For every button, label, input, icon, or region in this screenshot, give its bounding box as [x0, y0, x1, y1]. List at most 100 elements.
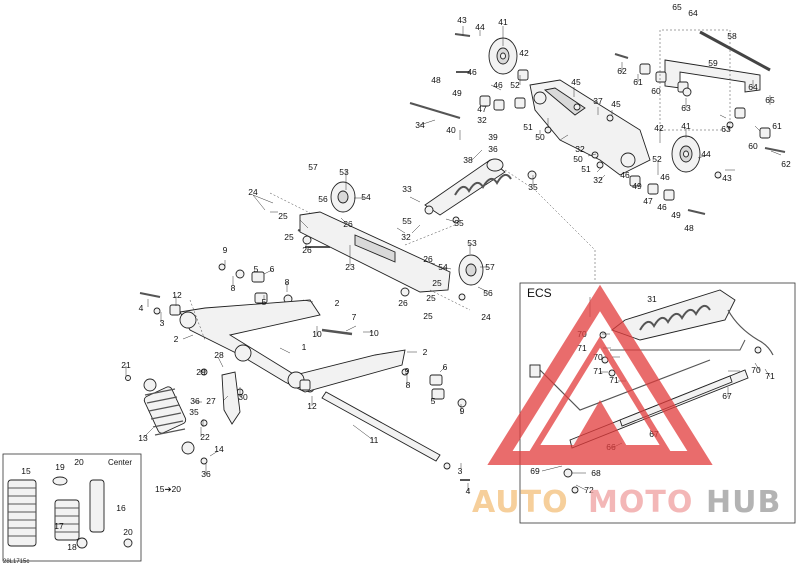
- callout-25: 25: [278, 211, 288, 221]
- callout-45b: 45: [611, 99, 621, 109]
- callout-link-15-20: 15➔20: [155, 484, 181, 494]
- callout-2b: 2: [174, 334, 179, 344]
- callout-19: 19: [55, 462, 65, 472]
- callout-5: 5: [254, 264, 259, 274]
- ecs-inset-title: ECS: [527, 286, 552, 300]
- callout-41: 41: [498, 17, 508, 27]
- rear-arm-1: [179, 299, 406, 393]
- callout-33: 33: [402, 184, 412, 194]
- callout-38: 38: [463, 155, 473, 165]
- rear-shock-13: [143, 378, 195, 455]
- callout-67: 67: [722, 391, 732, 401]
- callout-9b: 9: [405, 366, 410, 376]
- callout-48: 48: [431, 75, 441, 85]
- callout-43: 43: [457, 15, 467, 25]
- callout-32d: 32: [401, 232, 411, 242]
- callout-57b: 57: [485, 262, 495, 272]
- callout-56: 56: [318, 194, 328, 204]
- bushings-left: [169, 271, 445, 400]
- callout-55: 55: [402, 216, 412, 226]
- pin-7: [321, 328, 353, 336]
- callout-36: 36: [488, 144, 498, 154]
- callout-2: 2: [335, 298, 340, 308]
- callout-36c: 36: [201, 469, 211, 479]
- callout-47b: 47: [643, 196, 653, 206]
- leader-lines: [125, 26, 782, 491]
- callout-10: 10: [312, 329, 322, 339]
- callout-6b: 6: [443, 362, 448, 372]
- callout-51b: 51: [581, 164, 591, 174]
- callout-40: 40: [446, 125, 456, 135]
- callout-72: 72: [584, 485, 594, 495]
- callout-9: 9: [223, 245, 228, 255]
- callout-32b: 32: [575, 144, 585, 154]
- watermark-hub: HUB: [706, 485, 781, 520]
- callout-57: 57: [308, 162, 318, 172]
- callout-64: 64: [688, 8, 698, 18]
- watermark-moto: MOTO: [588, 485, 693, 520]
- callout-62: 62: [617, 66, 627, 76]
- callout-53: 53: [339, 167, 349, 177]
- callout-54: 54: [361, 192, 371, 202]
- callout-23: 23: [345, 262, 355, 272]
- callout-24: 24: [248, 187, 258, 197]
- callout-6: 6: [270, 264, 275, 274]
- watermark: AUTO MOTO HUB: [472, 284, 781, 520]
- callout-52b: 52: [652, 154, 662, 164]
- callout-35: 35: [528, 182, 538, 192]
- center-inset-title: Center: [108, 458, 132, 467]
- callout-27: 27: [206, 396, 216, 406]
- wheel-53-bottom: [458, 254, 484, 286]
- bracket-27: [221, 371, 241, 425]
- callout-46b: 46: [493, 80, 503, 90]
- callout-31: 31: [647, 294, 657, 304]
- callout-24b: 24: [481, 312, 491, 322]
- callout-4: 4: [139, 303, 144, 313]
- callout-3b: 3: [458, 466, 463, 476]
- callout-21: 21: [121, 360, 131, 370]
- callout-60: 60: [651, 86, 661, 96]
- callout-46d: 46: [660, 172, 670, 182]
- callout-17: 17: [54, 521, 64, 531]
- callout-3: 3: [160, 318, 165, 328]
- callout-35c: 35: [189, 407, 199, 417]
- callout-5b: 5: [262, 297, 267, 307]
- callout-37: 37: [593, 96, 603, 106]
- callout-49: 49: [452, 88, 462, 98]
- idler-wheel-right: [671, 135, 701, 173]
- callout-20: 20: [74, 457, 84, 467]
- bushings-right: [479, 63, 771, 201]
- callout-22: 22: [200, 432, 210, 442]
- callout-46c: 46: [620, 170, 630, 180]
- wheel-53-top: [330, 181, 356, 213]
- callout-54b: 54: [438, 262, 448, 272]
- callout-61: 61: [633, 77, 643, 87]
- callout-36b: 36: [190, 396, 200, 406]
- callout-71d: 71: [765, 371, 775, 381]
- callout-28: 28: [214, 350, 224, 360]
- callout-4b: 4: [466, 486, 471, 496]
- callout-53b: 53: [467, 238, 477, 248]
- callout-12: 12: [172, 290, 182, 300]
- callout-39: 39: [488, 132, 498, 142]
- callout-26: 26: [343, 219, 353, 229]
- callout-8c: 8: [406, 380, 411, 390]
- callout-42b: 42: [654, 123, 664, 133]
- callout-48b: 48: [684, 223, 694, 233]
- callout-45: 45: [571, 77, 581, 87]
- callout-71c: 71: [609, 375, 619, 385]
- callout-68: 68: [591, 468, 601, 478]
- callout-16: 16: [116, 503, 126, 513]
- callout-49c: 49: [671, 210, 681, 220]
- callout-58: 58: [727, 31, 737, 41]
- center-inset: [2, 453, 142, 562]
- front-arm-23: [299, 211, 451, 293]
- callout-26c: 26: [423, 254, 433, 264]
- callout-1: 1: [302, 342, 307, 352]
- callout-50b: 50: [573, 154, 583, 164]
- callout-70b: 70: [593, 352, 603, 362]
- callout-43b: 43: [722, 173, 732, 183]
- callout-62b: 62: [781, 159, 791, 169]
